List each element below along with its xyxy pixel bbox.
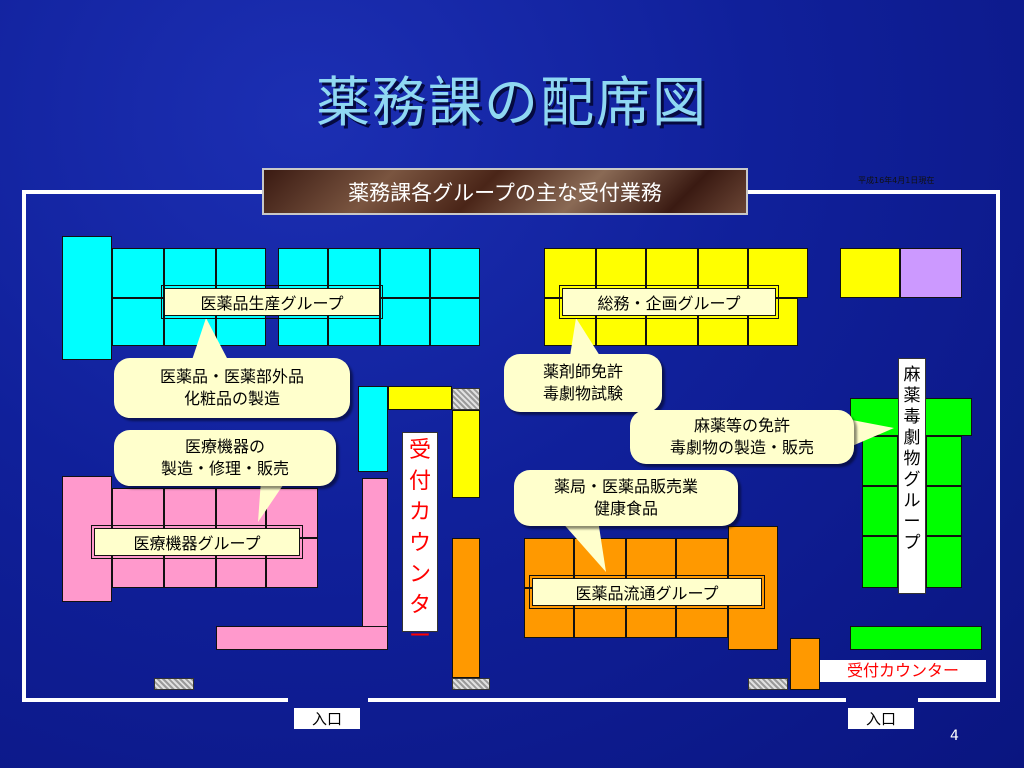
- desk: [452, 410, 480, 498]
- cabinet: [154, 678, 194, 690]
- desk: [62, 476, 112, 602]
- desk: [380, 248, 430, 298]
- reception-char: ン: [408, 562, 431, 587]
- callout-line: 製造・修理・販売: [160, 459, 289, 478]
- wall-left: [22, 190, 26, 702]
- callout-line: 健康食品: [593, 499, 658, 518]
- desk: [358, 386, 388, 472]
- reception-counter-horizontal: 受付カウンター: [820, 660, 986, 682]
- group-label-distribution: 医薬品流通グループ: [529, 575, 765, 609]
- callout-tail: [852, 420, 894, 446]
- wall-bottom-3: [918, 698, 1000, 702]
- wall-top-left: [22, 190, 262, 194]
- desk: [926, 436, 962, 486]
- callout-line: 医薬品・医薬部外品: [159, 367, 304, 386]
- callout-tail: [570, 318, 600, 356]
- desk: [430, 248, 480, 298]
- wall-bottom-2: [368, 698, 846, 702]
- desk: [62, 236, 112, 360]
- callout-devices: 医療機器の 製造・修理・販売: [114, 430, 336, 486]
- callout-line: 麻薬等の免許: [693, 416, 790, 435]
- callout-tail: [560, 520, 606, 572]
- narcotics-char: 劇: [903, 428, 921, 448]
- callout-line: 毒劇物の製造・販売: [669, 438, 814, 457]
- narcotics-char: 麻: [903, 365, 921, 385]
- desk: [840, 248, 900, 298]
- narcotics-char: ル: [903, 491, 921, 511]
- callout-line: 医療機器の: [184, 437, 265, 456]
- desk: [790, 638, 820, 690]
- desk: [900, 248, 962, 298]
- wall-bottom-1: [22, 698, 288, 702]
- narcotics-char: 毒: [903, 407, 921, 427]
- cabinet: [452, 388, 480, 410]
- desk: [216, 626, 388, 650]
- callout-production: 医薬品・医薬部外品 化粧品の製造: [114, 358, 350, 418]
- desk: [452, 538, 480, 678]
- desk: [862, 536, 898, 588]
- desk: [430, 298, 480, 346]
- callout-line: 薬剤師免許: [542, 362, 623, 381]
- entrance-left: 入口: [294, 708, 360, 729]
- reception-char: 付: [408, 469, 431, 494]
- callout-line: 毒劇物試験: [542, 384, 623, 403]
- desk: [862, 436, 898, 486]
- desk: [850, 626, 982, 650]
- desk: [388, 386, 452, 410]
- narcotics-char: 薬: [903, 386, 921, 406]
- reception-counter-vertical: 受 付 カ ウ ン タ ー: [402, 432, 438, 649]
- reception-char: ウ: [408, 531, 431, 556]
- page-number: 4: [950, 728, 959, 744]
- page-title: 薬務課の配席図: [316, 71, 708, 134]
- callout-narcotics: 麻薬等の免許 毒劇物の製造・販売: [630, 410, 854, 464]
- reception-char: カ: [408, 500, 431, 525]
- desk: [380, 298, 430, 346]
- group-label-narcotics: 麻 薬 毒 劇 物 グ ル ー プ: [898, 358, 926, 594]
- callout-distribution: 薬局・医薬品販売業 健康食品: [514, 470, 738, 526]
- cabinet: [748, 678, 788, 690]
- wall-top-right: [748, 190, 1000, 194]
- desk: [112, 248, 164, 298]
- callout-general: 薬剤師免許 毒劇物試験: [504, 354, 662, 412]
- entrance-right: 入口: [848, 708, 914, 729]
- wall-right: [996, 190, 1000, 702]
- group-label-production: 医薬品生産グループ: [161, 285, 383, 319]
- group-label-general: 総務・企画グループ: [559, 285, 779, 319]
- narcotics-char: 物: [903, 449, 921, 469]
- reception-char: 受: [408, 438, 431, 463]
- group-label-devices: 医療機器グループ: [91, 525, 303, 559]
- banner-title: 薬務課各グループの主な受付業務: [262, 168, 748, 215]
- date-note: 平成16年4月1日現在: [858, 176, 935, 185]
- reception-char: ー: [408, 624, 431, 649]
- narcotics-char: グ: [903, 470, 921, 490]
- narcotics-char: ー: [903, 512, 921, 532]
- callout-tail: [192, 318, 228, 360]
- reception-char: タ: [408, 593, 431, 618]
- callout-line: 薬局・医薬品販売業: [553, 477, 698, 496]
- desk: [362, 478, 388, 650]
- desk: [926, 536, 962, 588]
- narcotics-char: プ: [903, 533, 921, 553]
- cabinet: [452, 678, 490, 690]
- callout-line: 化粧品の製造: [183, 389, 280, 408]
- desk: [926, 486, 962, 536]
- desk: [112, 298, 164, 346]
- desk: [862, 486, 898, 536]
